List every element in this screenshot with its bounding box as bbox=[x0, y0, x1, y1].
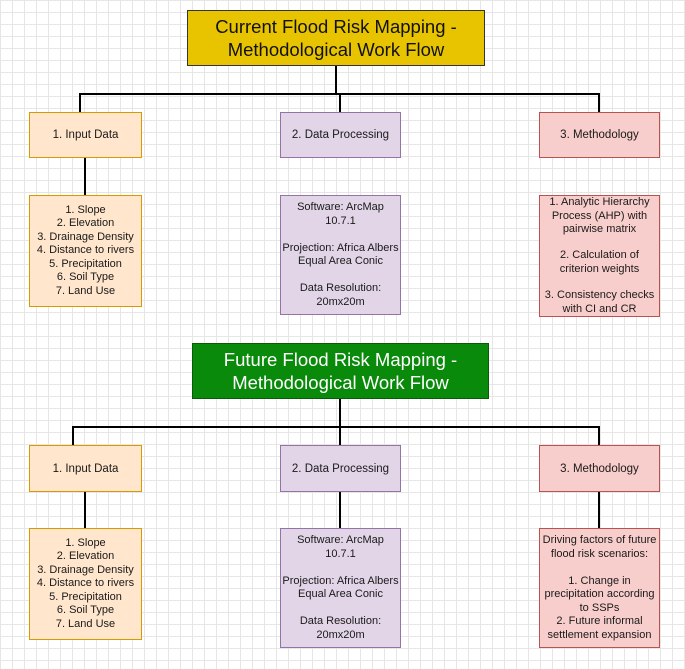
future-input-data-list: 1. Slope 2. Elevation 3. Drainage Densit… bbox=[29, 528, 142, 640]
future-flowchart-title: Future Flood Risk Mapping - Methodologic… bbox=[192, 343, 489, 399]
software-text: Software: ArcMap bbox=[297, 534, 384, 546]
connector-line bbox=[598, 491, 600, 529]
connector-line bbox=[339, 491, 341, 529]
resolution-text: Data Resolution: bbox=[299, 282, 382, 294]
method-step-text: pairwise matrix bbox=[562, 223, 637, 235]
resolution-text: 20mx20m bbox=[316, 628, 365, 641]
software-text: 10.7.1 bbox=[325, 547, 356, 560]
connector-line bbox=[84, 157, 86, 196]
connector-line bbox=[339, 93, 341, 112]
method-step-text: Process (AHP) with bbox=[551, 209, 648, 222]
title-line: Methodological Work Flow bbox=[227, 39, 445, 60]
list-item: 5. Precipitation bbox=[49, 257, 122, 270]
method-intro-text: Driving factors of future bbox=[542, 534, 657, 546]
current-input-data-list: 1. Slope 2. Elevation 3. Drainage Densit… bbox=[29, 195, 142, 307]
list-item: 1. Slope bbox=[65, 536, 106, 549]
software-text: Software: ArcMap bbox=[297, 201, 384, 213]
header-label: 2. Data Processing bbox=[291, 129, 390, 141]
current-methodology-header: 3. Methodology bbox=[539, 112, 660, 158]
projection-text: Equal Area Conic bbox=[298, 255, 383, 267]
current-input-data-header: 1. Input Data bbox=[29, 112, 142, 158]
title-line: Current Flood Risk Mapping - bbox=[215, 16, 457, 37]
list-item: 5. Precipitation bbox=[49, 590, 122, 603]
method-step-text: with CI and CR bbox=[562, 302, 637, 315]
method-step-text: 2. Calculation of bbox=[560, 249, 639, 262]
current-data-processing-header: 2. Data Processing bbox=[280, 112, 401, 158]
header-label: 1. Input Data bbox=[52, 129, 119, 141]
header-label: 3. Methodology bbox=[560, 462, 639, 475]
title-line: Future Flood Risk Mapping - bbox=[223, 349, 458, 370]
future-data-processing-details: Software: ArcMap 10.7.1 Projection: Afri… bbox=[280, 528, 401, 648]
future-methodology-details: Driving factors of future flood risk sce… bbox=[539, 528, 660, 648]
list-item: 7. Land Use bbox=[55, 284, 116, 297]
resolution-text: Data Resolution: bbox=[299, 615, 382, 627]
method-step-text: to SSPs bbox=[579, 601, 620, 614]
list-item: 6. Soil Type bbox=[56, 604, 115, 617]
current-flowchart-title: Current Flood Risk Mapping - Methodologi… bbox=[187, 10, 485, 66]
resolution-text: 20mx20m bbox=[316, 295, 365, 308]
current-data-processing-details: Software: ArcMap 10.7.1 Projection: Afri… bbox=[280, 195, 401, 315]
method-step-text: 2. Future informal bbox=[556, 615, 643, 627]
connector-line bbox=[339, 426, 341, 445]
connector-line bbox=[335, 65, 337, 94]
header-label: 3. Methodology bbox=[560, 129, 639, 141]
future-input-data-header: 1. Input Data bbox=[29, 445, 142, 492]
header-label: 2. Data Processing bbox=[291, 462, 390, 475]
projection-text: Equal Area Conic bbox=[298, 588, 383, 600]
method-step-text: 3. Consistency checks bbox=[544, 289, 655, 301]
connector-line bbox=[598, 426, 600, 445]
list-item: 2. Elevation bbox=[56, 217, 115, 230]
projection-text: Projection: Africa Albers bbox=[282, 574, 399, 587]
method-intro-text: flood risk scenarios: bbox=[550, 547, 649, 560]
list-item: 3. Drainage Density bbox=[37, 230, 134, 243]
list-item: 7. Land Use bbox=[55, 617, 116, 630]
future-methodology-header: 3. Methodology bbox=[539, 445, 660, 492]
list-item: 4. Distance to rivers bbox=[36, 577, 135, 590]
connector-line bbox=[598, 93, 600, 112]
future-data-processing-header: 2. Data Processing bbox=[280, 445, 401, 492]
connector-line bbox=[79, 93, 81, 112]
method-step-text: 1. Change in bbox=[568, 574, 631, 587]
current-methodology-details: 1. Analytic Hierarchy Process (AHP) with… bbox=[539, 195, 660, 317]
method-step-text: criterion weights bbox=[559, 262, 640, 275]
method-step-text: settlement expansion bbox=[547, 628, 652, 641]
list-item: 3. Drainage Density bbox=[37, 563, 134, 576]
list-item: 1. Slope bbox=[65, 203, 106, 216]
method-step-text: precipitation according bbox=[544, 588, 655, 600]
list-item: 6. Soil Type bbox=[56, 271, 115, 284]
list-item: 2. Elevation bbox=[56, 550, 115, 563]
connector-line bbox=[72, 426, 600, 428]
software-text: 10.7.1 bbox=[325, 214, 356, 227]
connector-line bbox=[84, 491, 86, 529]
projection-text: Projection: Africa Albers bbox=[282, 241, 399, 254]
title-line: Methodological Work Flow bbox=[232, 372, 449, 393]
header-label: 1. Input Data bbox=[52, 462, 119, 475]
connector-line bbox=[339, 399, 341, 427]
method-step-text: 1. Analytic Hierarchy bbox=[549, 196, 650, 208]
connector-line bbox=[72, 426, 74, 445]
list-item: 4. Distance to rivers bbox=[36, 244, 135, 257]
